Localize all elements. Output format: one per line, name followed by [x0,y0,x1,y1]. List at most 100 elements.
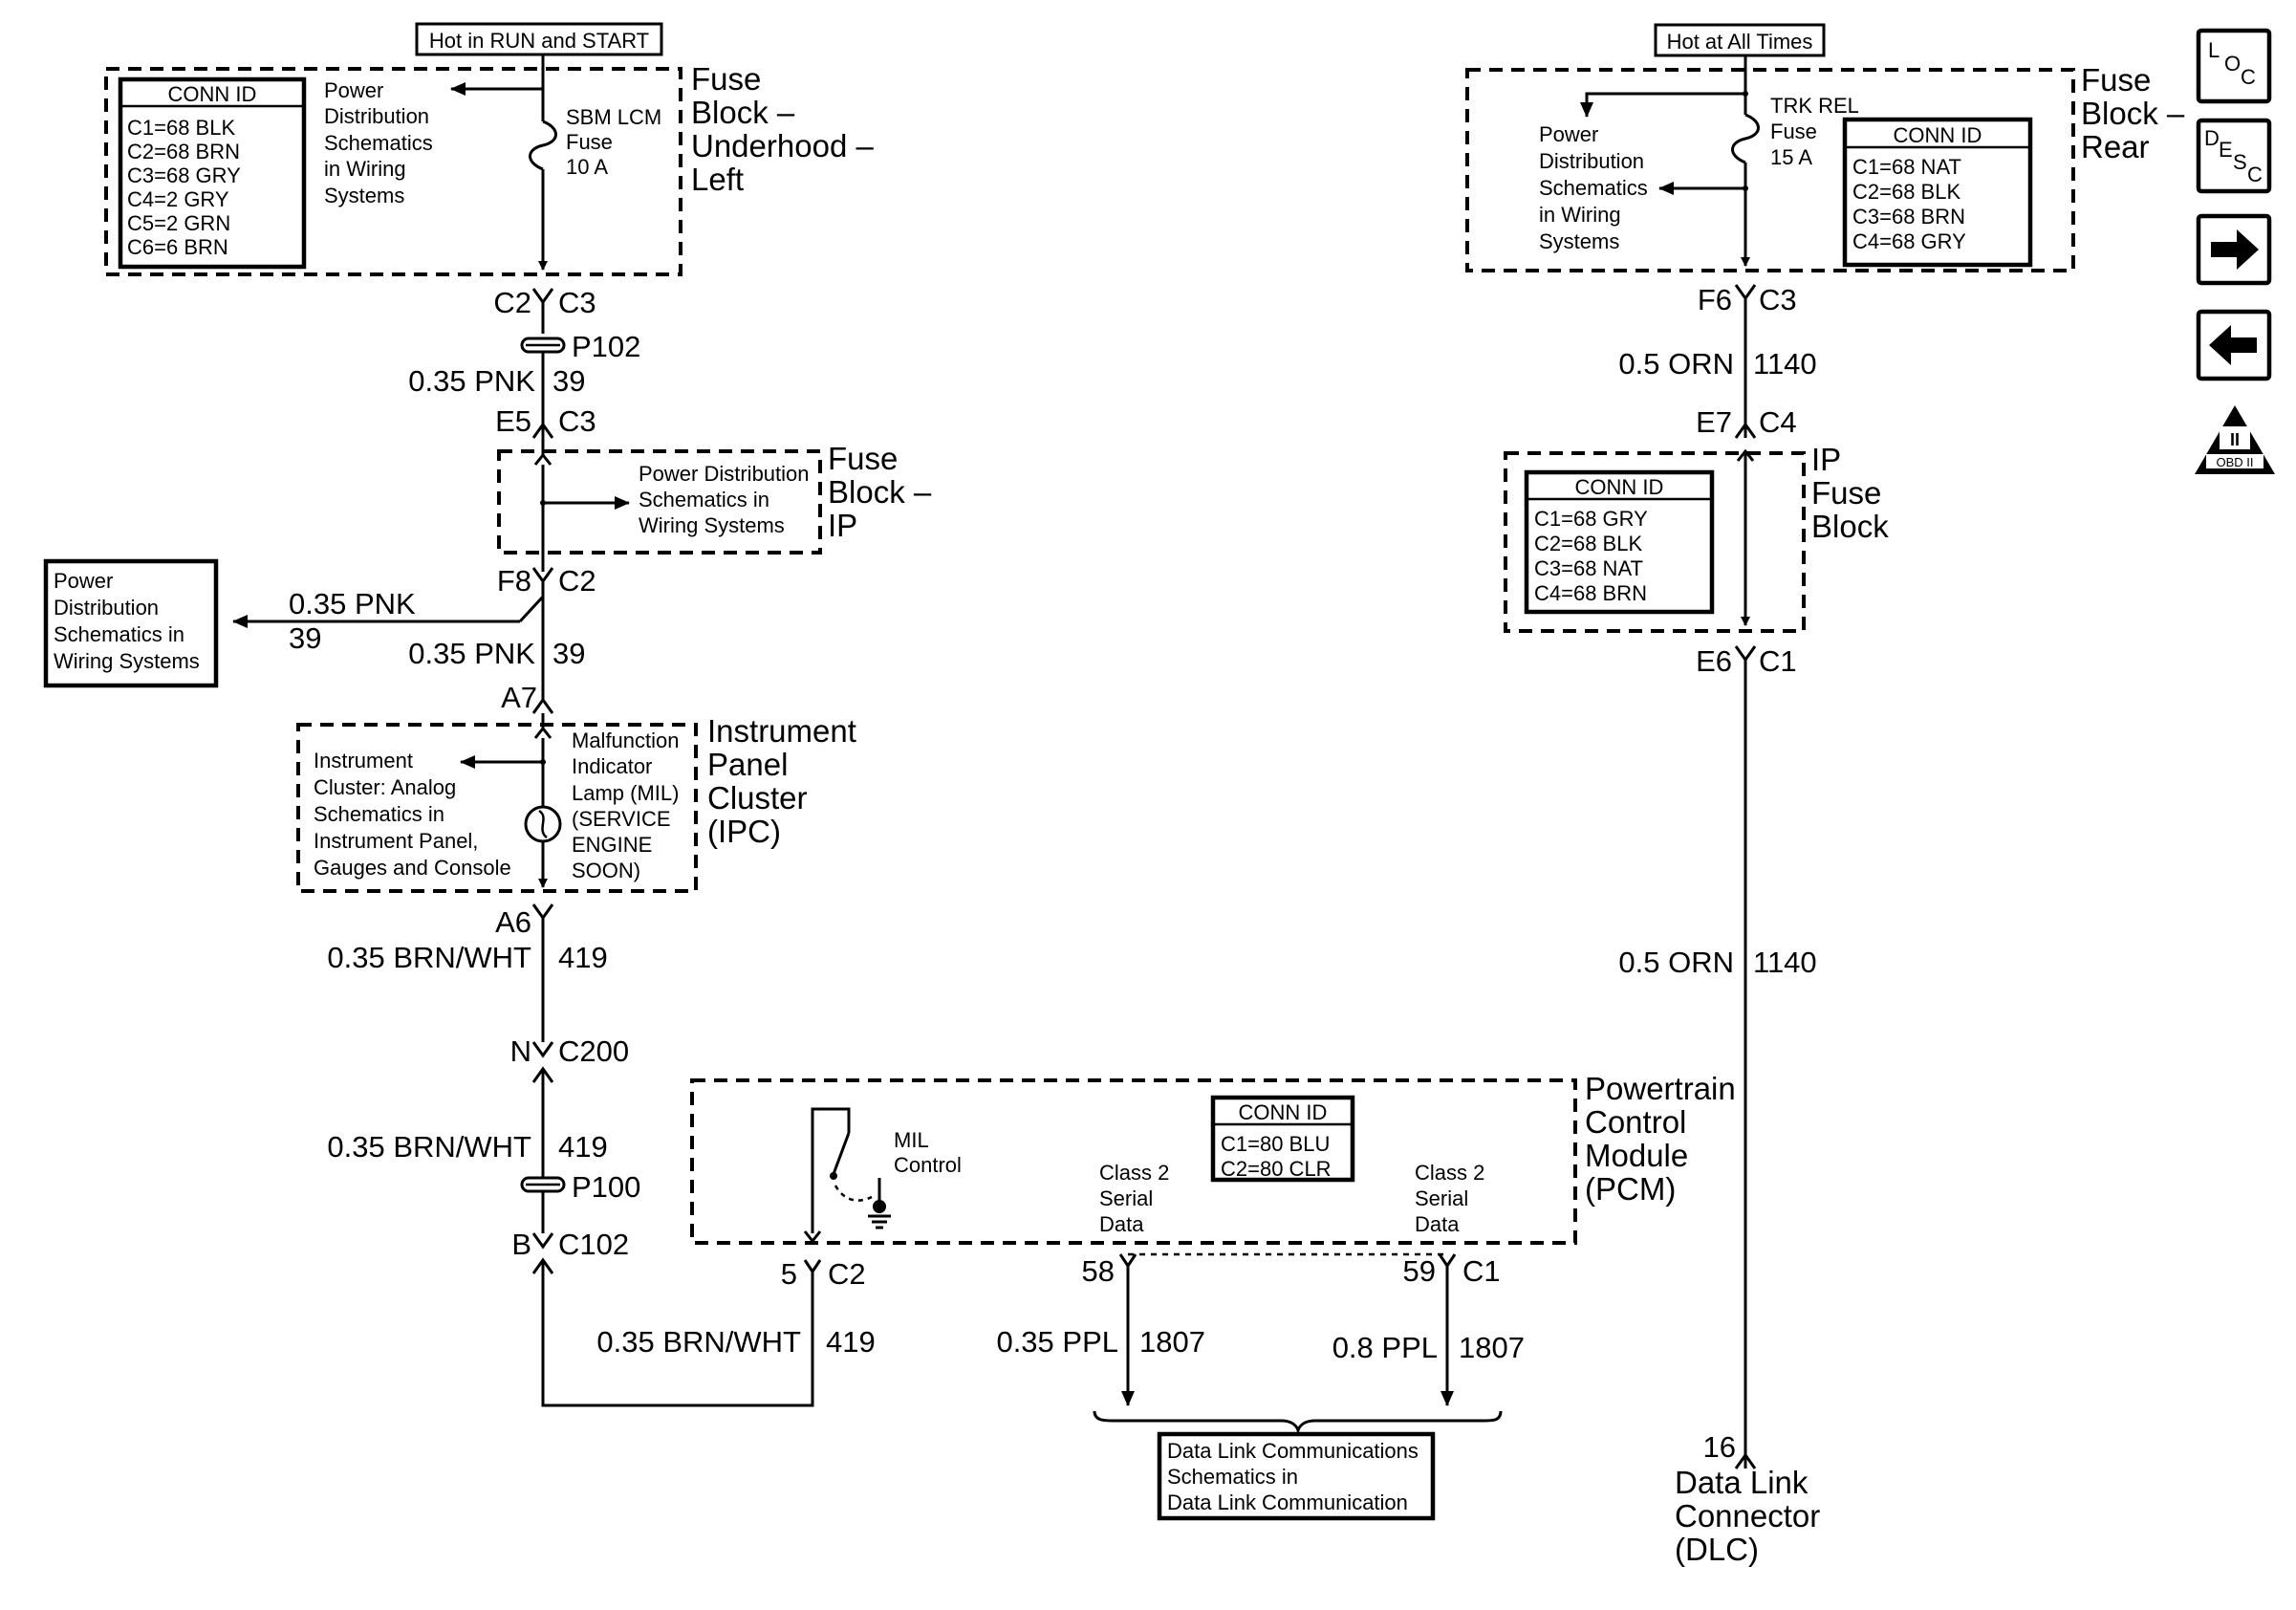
dlc-pin-16: 16 [1703,1430,1757,1469]
hot-run-start-label: Hot in RUN and START [415,22,663,56]
svg-text:Left: Left [691,162,744,197]
ipc-reference: Instrument Cluster: Analog Schematics in… [314,749,511,880]
wire-circuit-4: 419 [558,1130,608,1164]
svg-text:5: 5 [781,1257,797,1291]
wire-gauge-5: 0.35 BRN/WHT [596,1325,801,1359]
pin-58: 58 [1082,1253,1137,1288]
svg-text:C2=68 BLK: C2=68 BLK [1534,532,1642,555]
svg-text:ENGINE: ENGINE [572,833,652,857]
wire-419-to-pcm [541,1260,814,1407]
svg-text:C4=68 BRN: C4=68 BRN [1534,581,1647,605]
pcm-conn-id-table: CONN ID C1=80 BLU C2=80 CLR [1210,1095,1355,1183]
svg-text:Data Link Communication: Data Link Communication [1167,1490,1408,1514]
svg-text:CONN ID: CONN ID [1894,123,1982,147]
svg-text:C2: C2 [828,1257,866,1291]
wire-gauge-4: 0.35 BRN/WHT [327,1130,531,1164]
connector-f6-c3: F6 C3 [1698,283,1797,316]
next-arrow-button[interactable] [2196,213,2272,286]
class2-serial-data-1: Class 2 Serial Data [1099,1161,1169,1236]
svg-text:C2=68 BRN: C2=68 BRN [127,140,240,163]
dl2-circuit: 1807 [1459,1331,1525,1364]
fbip-pd-reference: Power Distribution Schematics in Wiring … [639,462,810,537]
svg-text:Power: Power [54,569,113,593]
svg-text:Block –: Block – [2081,96,2185,131]
svg-text:C3=68 BRN: C3=68 BRN [1852,205,1965,228]
ip-fuse-block [1504,451,1806,633]
svg-text:Power: Power [324,78,383,102]
svg-text:in Wiring: in Wiring [1539,203,1621,227]
svg-text:C1=68 GRY: C1=68 GRY [1534,507,1648,531]
svg-text:Fuse: Fuse [566,130,613,154]
desc-button[interactable]: D E S C [2196,118,2272,194]
svg-text:(DLC): (DLC) [1675,1532,1759,1567]
fbip-title: Fuse Block – IP [828,441,932,543]
svg-text:Schematics: Schematics [1539,176,1648,200]
svg-text:F8: F8 [497,564,531,598]
connector-c2-c3: C2 C3 [493,286,596,334]
svg-text:Powertrain: Powertrain [1585,1071,1736,1106]
powertrain-control-module [690,1078,1577,1245]
wire-gauge-3: 0.35 BRN/WHT [327,941,531,974]
svg-text:TRK REL: TRK REL [1770,94,1859,118]
instrument-panel-cluster [296,723,698,893]
svg-text:C1=80 BLU: C1=80 BLU [1221,1132,1330,1156]
svg-text:C3=68 GRY: C3=68 GRY [127,163,241,187]
svg-text:O: O [2224,52,2241,76]
svg-text:Lamp (MIL): Lamp (MIL) [572,781,679,805]
r2-circuit: 1140 [1753,946,1817,979]
svg-text:SBM LCM: SBM LCM [566,105,661,129]
fbu-conn-id-table: CONN ID C1=68 BLK C2=68 BRN C3=68 GRY C4… [118,76,307,270]
svg-text:Control: Control [1585,1104,1686,1140]
obd-ii-icon[interactable]: II OBD II [2195,405,2275,474]
fuse-block-rear [1465,68,2075,272]
svg-text:Power Distribution: Power Distribution [639,462,810,486]
svg-text:E5: E5 [495,404,531,438]
svg-text:CONN ID: CONN ID [1239,1100,1328,1124]
dl2-gauge: 0.8 PPL [1332,1331,1438,1364]
connector-a6: A6 [495,903,554,939]
svg-text:Class 2: Class 2 [1099,1161,1169,1185]
fbu-fuse-symbol [529,69,557,271]
svg-text:C1: C1 [1462,1254,1501,1288]
svg-text:Data: Data [1415,1212,1460,1236]
hot-all-times-label: Hot at All Times [1654,23,1826,57]
svg-text:Schematics in: Schematics in [639,488,769,511]
prev-arrow-button[interactable] [2196,309,2272,381]
svg-text:Wiring Systems: Wiring Systems [639,513,785,537]
svg-text:C5=2 GRN: C5=2 GRN [127,211,230,235]
loc-button[interactable]: L O C [2196,28,2272,104]
splice-gauge: 0.35 PNK [289,587,416,620]
svg-text:C3=68 NAT: C3=68 NAT [1534,556,1643,580]
svg-text:E: E [2219,138,2233,162]
r1-gauge: 0.5 ORN [1618,347,1734,381]
svg-text:C1=68 NAT: C1=68 NAT [1852,155,1961,179]
svg-text:C6=6 BRN: C6=6 BRN [127,235,228,259]
svg-text:15 A: 15 A [1770,145,1812,169]
svg-text:Schematics: Schematics [324,131,433,155]
svg-text:C4=2 GRY: C4=2 GRY [127,187,229,211]
svg-text:Fuse: Fuse [828,441,898,476]
connector-f8-c2: F8 C2 [497,564,596,598]
svg-text:Rear: Rear [2081,129,2150,164]
svg-text:Power: Power [1539,122,1598,146]
svg-text:C4=68 GRY: C4=68 GRY [1852,229,1966,253]
svg-text:F6: F6 [1698,283,1732,316]
fbr-fuse-symbol [1731,70,1760,267]
svg-text:Connector: Connector [1675,1498,1820,1534]
fbr-conn-id-table: CONN ID C1=68 NAT C2=68 BLK C3=68 BRN C4… [1842,117,2033,268]
mil-lamp-icon [524,805,562,843]
svg-text:Fuse: Fuse [1770,120,1817,143]
svg-text:Distribution: Distribution [324,104,429,128]
svg-text:A7: A7 [501,681,537,714]
svg-text:C102: C102 [558,1228,629,1261]
svg-text:C2=68 BLK: C2=68 BLK [1852,180,1960,204]
mil-control-label: MIL [894,1128,929,1152]
svg-text:Block –: Block – [691,95,795,130]
arrow-right-icon [2211,229,2259,270]
fbr-pd-reference: Power Distribution Schematics in Wiring … [1539,122,1648,253]
fbu-pd-reference: Power Distribution Schematics in Wiring … [324,78,433,207]
svg-text:Gauges and Console: Gauges and Console [314,856,511,880]
connector-e6-c1: E6 C1 [1696,644,1797,678]
svg-text:CONN ID: CONN ID [168,82,257,106]
pcm-title: Powertrain Control Module (PCM) [1585,1071,1736,1207]
